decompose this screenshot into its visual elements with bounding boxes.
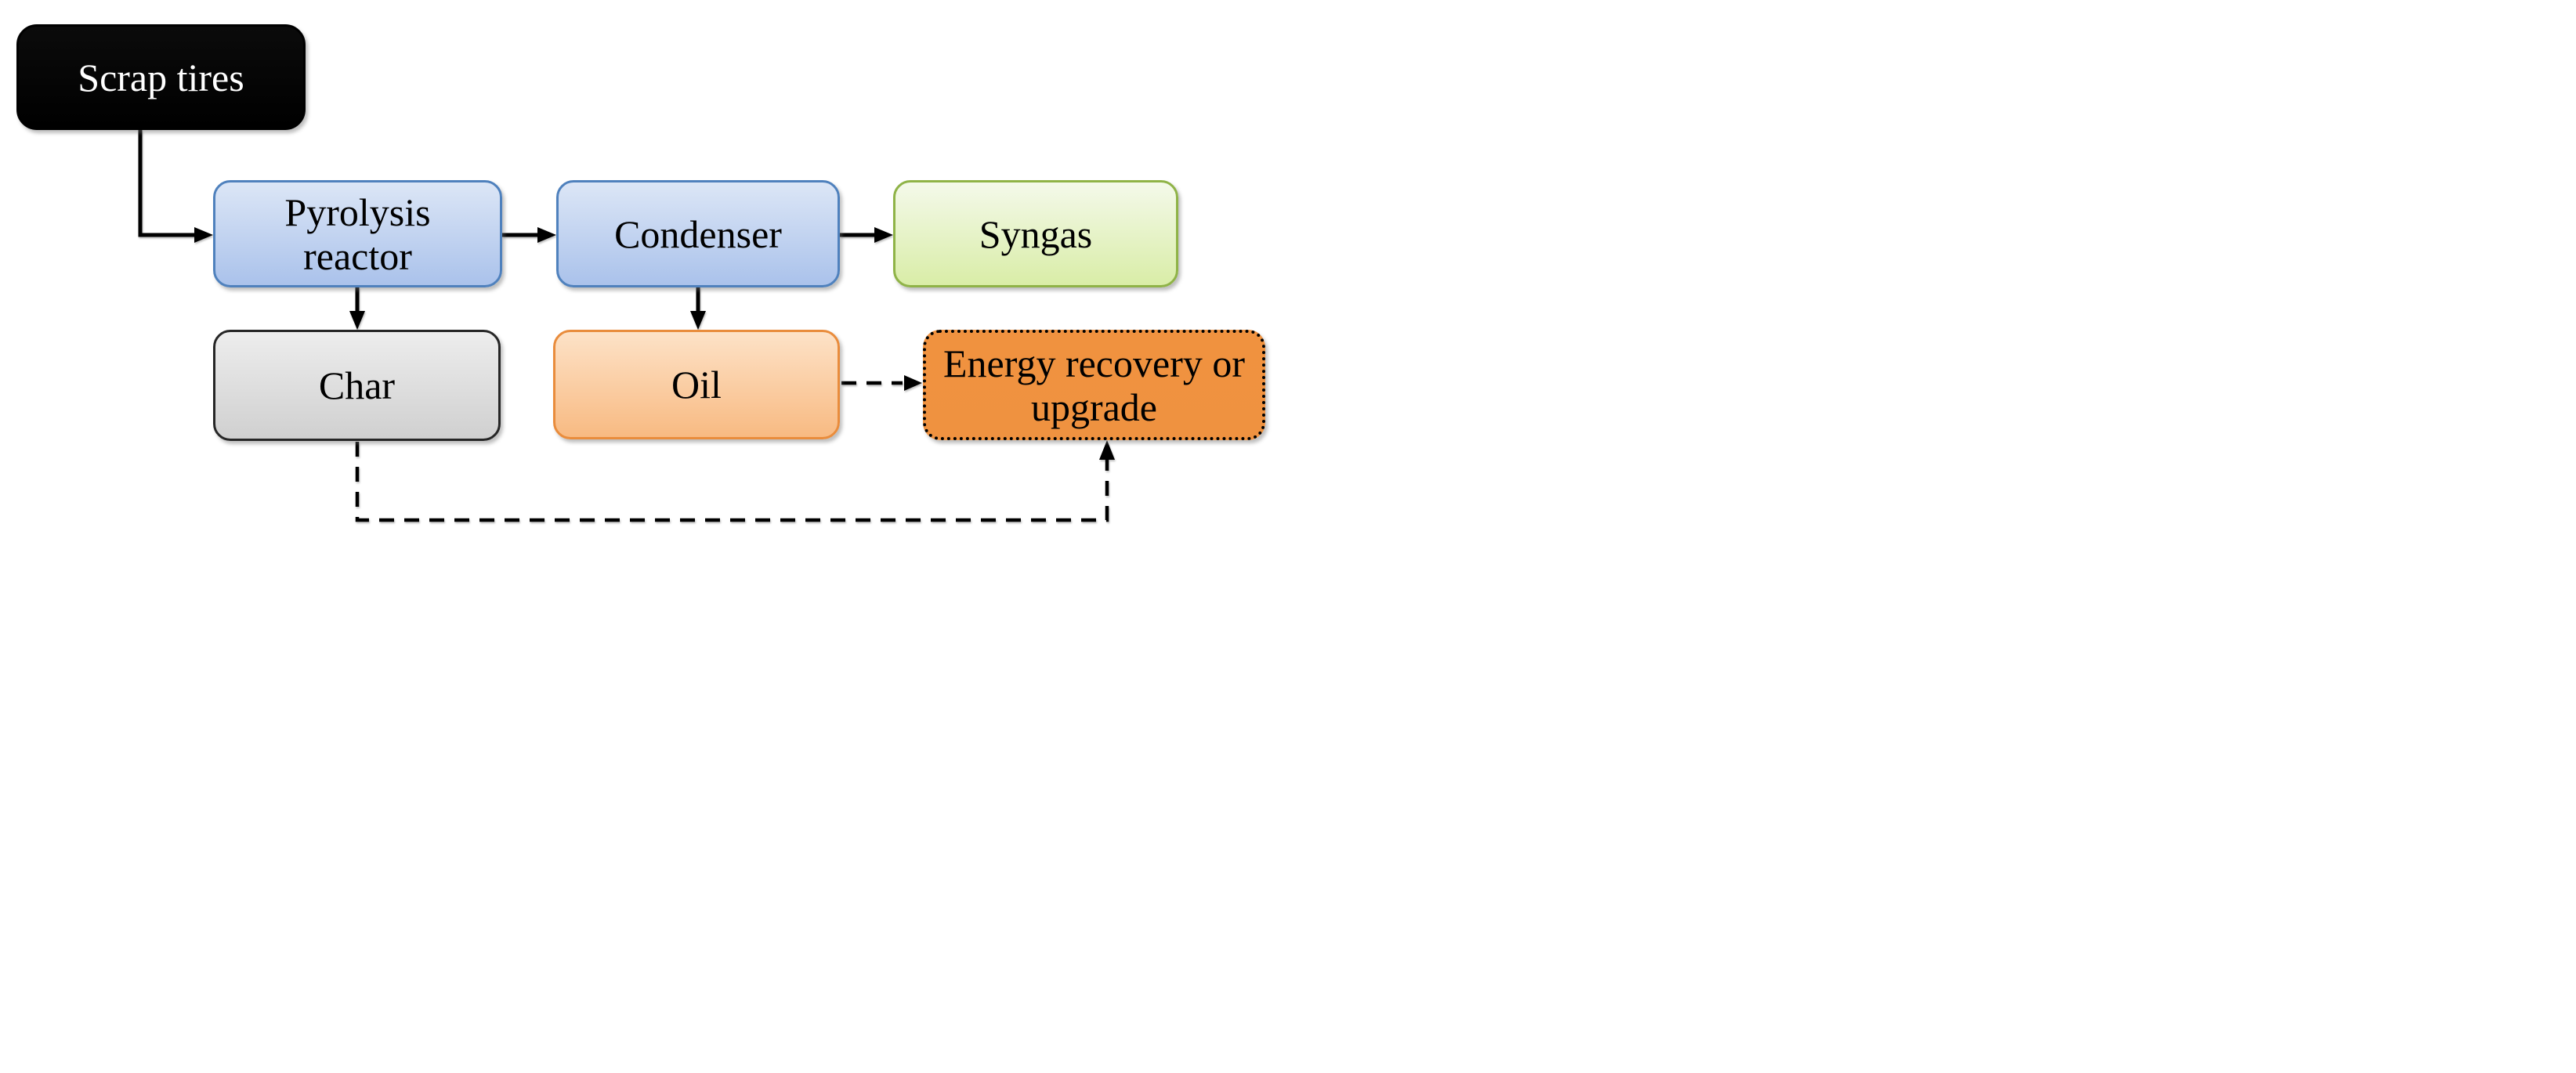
node-scrap-tires: Scrap tires xyxy=(16,24,306,130)
node-pyrolysis-reactor-label: Pyrolysis reactor xyxy=(284,190,431,278)
edge-pyrolysis-reactor-to-char xyxy=(349,287,365,330)
edge-pyrolysis-reactor-to-condenser xyxy=(502,227,556,243)
edge-condenser-to-syngas xyxy=(840,227,893,243)
node-syngas: Syngas xyxy=(893,180,1178,287)
node-scrap-tires-label: Scrap tires xyxy=(78,55,244,99)
edge-oil-to-energy-recovery xyxy=(841,375,922,391)
node-energy-recovery-label: Energy recovery or upgrade xyxy=(942,341,1245,429)
node-pyrolysis-reactor: Pyrolysis reactor xyxy=(213,180,502,287)
node-energy-recovery: Energy recovery or upgrade xyxy=(923,330,1265,440)
node-char: Char xyxy=(213,330,501,441)
edge-condenser-to-oil xyxy=(690,287,706,330)
node-oil-label: Oil xyxy=(671,363,722,406)
flowchart: Scrap tires Pyrolysis reactor Condenser … xyxy=(0,0,1288,536)
node-condenser-label: Condenser xyxy=(614,211,782,256)
edge-char-to-energy-recovery xyxy=(355,440,1115,522)
node-condenser: Condenser xyxy=(556,180,840,287)
node-char-label: Char xyxy=(318,363,396,407)
node-syngas-label: Syngas xyxy=(979,211,1093,256)
node-oil: Oil xyxy=(553,330,840,439)
edge-scrap-tires-to-pyrolysis-reactor xyxy=(138,130,213,243)
